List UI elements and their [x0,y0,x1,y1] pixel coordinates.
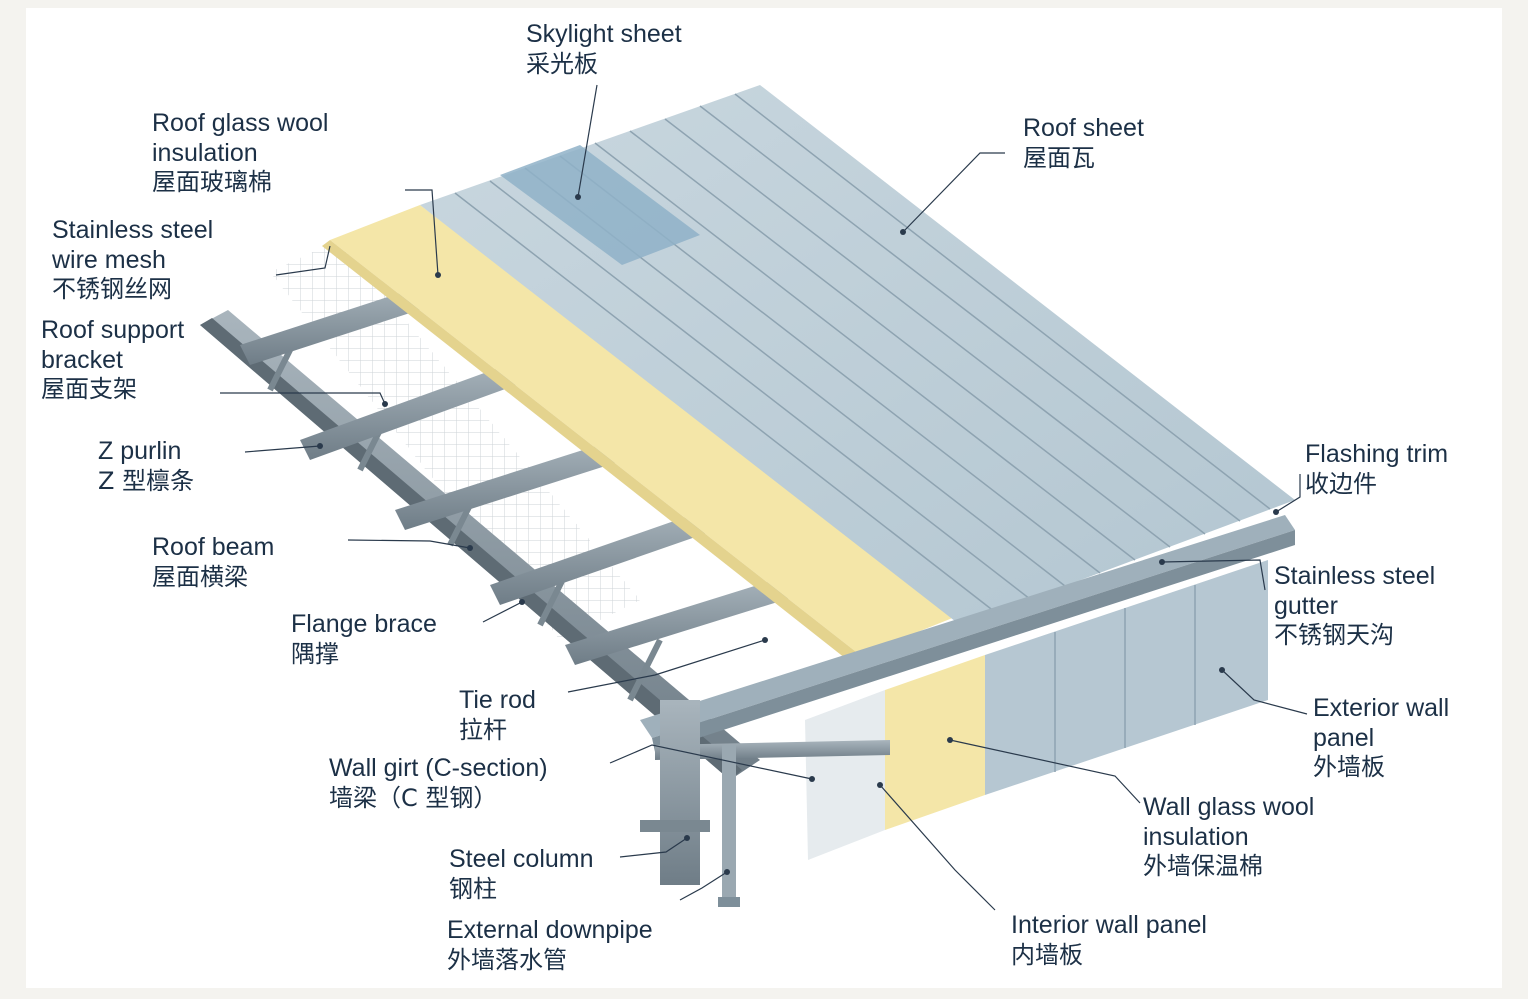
label-zh: 钢柱 [449,874,497,903]
label-en-line1: Stainless steel [52,216,214,244]
label-zh: 不锈钢丝网 [52,275,172,303]
label-zh: 隅撑 [291,639,339,668]
label-en-line2: insulation [1143,822,1249,851]
leader-dots [317,194,1279,875]
label-zh: 屋面瓦 [1023,143,1095,172]
skylight-sheet [500,145,700,265]
label-support-bracket: Roof support bracket 屋面支架 [41,316,184,405]
interior-wall-panel [805,690,885,860]
label-wire-mesh: Stainless steel wire mesh 不锈钢丝网 [52,216,213,305]
label-zh: 采光板 [526,49,598,78]
steel-column [640,700,710,885]
label-roof-beam: Roof beam 屋面横梁 [152,533,274,592]
label-zh: 墙梁（C 型钢） [329,783,498,812]
label-flashing-trim: Flashing trim 收边件 [1305,440,1448,499]
label-tie-rod: Tie rod 拉杆 [459,686,536,745]
label-en-line1: Exterior wall [1313,694,1450,722]
label-en-line1: Wall glass wool [1143,793,1315,821]
label-zh: 屋面支架 [41,375,137,403]
label-en: Z purlin [98,437,182,465]
label-roof-glass-wool: Roof glass wool insulation 屋面玻璃棉 [152,109,328,198]
label-en: Roof beam [152,533,275,561]
label-en: Steel column [449,845,594,873]
roof-glass-wool [322,205,960,662]
label-exterior-wall: Exterior wall panel 外墙板 [1313,694,1449,783]
label-en-line2: panel [1313,723,1375,752]
z-purlins [240,280,800,665]
label-gutter: Stainless steel gutter 不锈钢天沟 [1274,562,1435,651]
label-en: Flange brace [291,610,437,638]
label-en: Flashing trim [1305,440,1449,468]
label-steel-column: Steel column 钢柱 [449,845,594,904]
flashing-and-gutter [640,515,1295,752]
label-flange-brace: Flange brace 隅撑 [291,610,437,669]
label-en: Interior wall panel [1011,911,1207,939]
wall-glass-wool [885,655,985,830]
label-roof-sheet: Roof sheet 屋面瓦 [1023,114,1144,173]
label-zh: 外墙保温棉 [1143,852,1263,880]
label-en: Wall girt (C-section) [329,754,548,782]
label-en-line2: insulation [152,138,258,167]
label-en-line1: Stainless steel [1274,562,1436,590]
wall-girt [655,740,890,760]
label-zh: 拉杆 [459,715,507,744]
label-en: Tie rod [459,686,536,714]
label-en-line1: Roof glass wool [152,109,329,137]
exterior-wall-panel [985,560,1268,795]
label-en-line1: Roof support [41,316,185,344]
label-zh: 收边件 [1305,469,1377,498]
label-skylight-sheet: Skylight sheet 采光板 [526,20,682,79]
wire-mesh [270,240,640,640]
label-en-line2: bracket [41,345,123,374]
label-zh: 外墙落水管 [447,945,567,974]
label-zh: 内墙板 [1011,940,1083,969]
label-zh: 外墙板 [1313,753,1385,781]
label-wall-girt: Wall girt (C-section) 墙梁（C 型钢） [329,754,548,813]
label-en: External downpipe [447,916,653,944]
label-en-line2: wire mesh [52,245,166,274]
label-en: Roof sheet [1023,114,1144,142]
label-z-purlin: Z purlin Z 型檩条 [98,437,194,496]
label-zh: 屋面横梁 [152,562,248,591]
label-zh: Z 型檩条 [98,466,195,495]
external-downpipe [718,745,740,907]
label-en: Skylight sheet [526,20,682,48]
label-downpipe: External downpipe 外墙落水管 [447,916,653,975]
label-en-line2: gutter [1274,591,1338,620]
label-interior-wall: Interior wall panel 内墙板 [1011,911,1207,970]
label-wall-glass-wool: Wall glass wool insulation 外墙保温棉 [1143,793,1314,882]
label-zh: 屋面玻璃棉 [152,168,272,196]
label-zh: 不锈钢天沟 [1274,621,1394,649]
leader-lines [220,84,1308,911]
